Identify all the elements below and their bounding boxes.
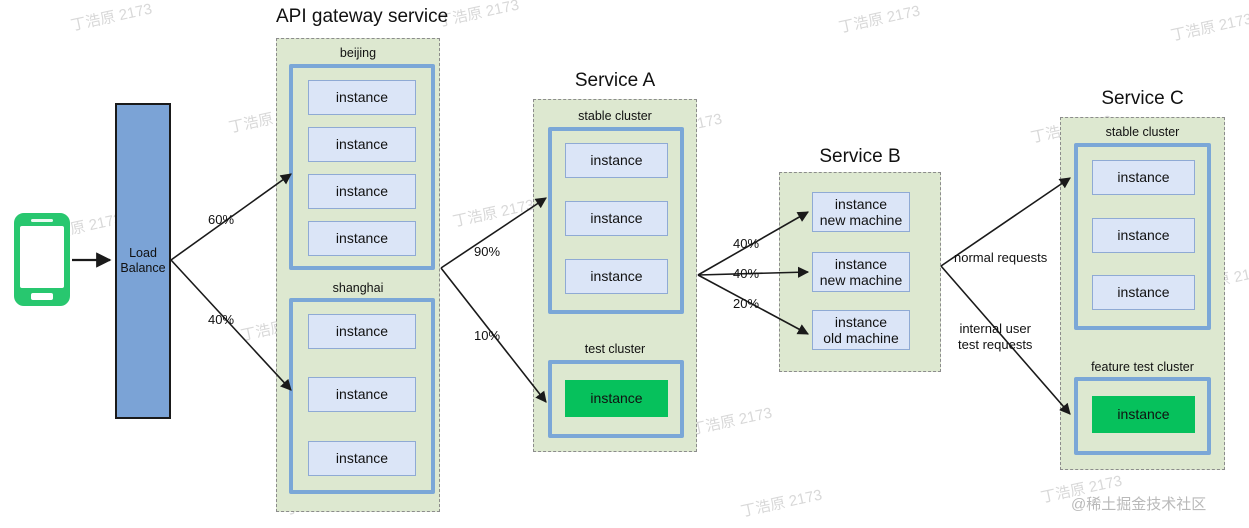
cluster-label-beijing: beijing bbox=[339, 46, 377, 60]
instance-service-a-test-1[interactable]: instance bbox=[565, 380, 668, 417]
edge-b-to-c-stable bbox=[940, 177, 1071, 267]
load-balance-node[interactable]: Load Balance bbox=[115, 103, 171, 419]
instance-label: instance bbox=[335, 323, 389, 340]
instance-service-b-3[interactable]: instance old machine bbox=[812, 310, 910, 350]
edge-gw-to-a-stable bbox=[440, 197, 547, 269]
group-title-service-b: Service B bbox=[819, 146, 901, 167]
instance-service-a-stable-1[interactable]: instance bbox=[565, 143, 668, 178]
edge-a-to-b-new2 bbox=[697, 266, 810, 278]
edge-lb-to-beijing bbox=[170, 173, 292, 261]
edge-label-b-to-c-feature: internal user test requests bbox=[958, 321, 1032, 352]
instance-service-b-2[interactable]: instance new machine bbox=[812, 252, 910, 292]
phone-speaker bbox=[31, 219, 53, 222]
instance-sublabel: old machine bbox=[823, 330, 899, 346]
load-balance-label-line2: Balance bbox=[120, 261, 166, 275]
instance-label: instance bbox=[834, 313, 888, 330]
instance-label: instance bbox=[834, 195, 888, 212]
instance-label: instance bbox=[590, 390, 643, 407]
edge-label-gw-to-a-test: 10% bbox=[474, 328, 501, 343]
instance-sublabel: new machine bbox=[819, 212, 903, 228]
mobile-phone-icon bbox=[14, 213, 70, 306]
edge-a-to-b-old bbox=[697, 274, 809, 335]
instance-service-a-stable-3[interactable]: instance bbox=[565, 259, 668, 294]
instance-label: instance bbox=[335, 89, 389, 106]
load-balance-label-line1: Load bbox=[129, 246, 157, 260]
instance-service-c-stable-1[interactable]: instance bbox=[1092, 160, 1195, 195]
edge-label-b-to-c-stable: normal requests bbox=[954, 250, 1048, 265]
instance-label: instance bbox=[335, 386, 389, 403]
edge-label-a-to-b-old: 20% bbox=[733, 296, 760, 311]
instance-label: instance bbox=[834, 255, 888, 272]
edge-label-a-to-b-new1: 40% bbox=[733, 236, 760, 251]
instance-label: instance bbox=[590, 210, 643, 227]
instance-label: instance bbox=[1117, 284, 1170, 301]
cluster-label-shanghai: shanghai bbox=[332, 281, 384, 295]
phone-screen bbox=[20, 226, 64, 288]
edge-label-lb-to-beijing: 60% bbox=[208, 212, 235, 227]
instance-label: instance bbox=[1117, 169, 1170, 186]
instance-service-b-1[interactable]: instance new machine bbox=[812, 192, 910, 232]
instance-sublabel: new machine bbox=[819, 272, 903, 288]
credit-watermark: @稀土掘金技术社区 bbox=[1071, 496, 1207, 513]
instance-label: instance bbox=[335, 183, 389, 200]
instance-shanghai-2[interactable]: instance bbox=[308, 377, 416, 412]
instance-label: instance bbox=[335, 136, 389, 153]
edge-label-line2: test requests bbox=[958, 336, 1033, 352]
edge-label-a-to-b-new2: 40% bbox=[733, 266, 760, 281]
instance-label: instance bbox=[590, 268, 643, 285]
watermark: 丁浩原 2173 bbox=[436, 0, 521, 31]
instance-label: instance bbox=[590, 152, 643, 169]
watermark: 丁浩原 2173 bbox=[837, 2, 922, 37]
watermark: 丁浩原 2173 bbox=[69, 0, 154, 35]
edge-lb-to-shanghai bbox=[170, 259, 292, 391]
cluster-label-service-c-stable: stable cluster bbox=[1105, 125, 1180, 139]
edge-b-to-c-feature bbox=[940, 265, 1071, 415]
instance-shanghai-1[interactable]: instance bbox=[308, 314, 416, 349]
watermark: 丁浩原 2173 bbox=[739, 486, 824, 521]
instance-label: instance bbox=[1117, 406, 1170, 423]
group-title-service-a: Service A bbox=[574, 70, 656, 91]
cluster-label-service-c-feature: feature test cluster bbox=[1091, 360, 1194, 374]
cluster-label-service-a-stable: stable cluster bbox=[578, 109, 652, 123]
instance-beijing-3[interactable]: instance bbox=[308, 174, 416, 209]
instance-label: instance bbox=[335, 230, 389, 247]
watermark: 丁浩原 2173 bbox=[689, 404, 774, 439]
edge-label-lb-to-shanghai: 40% bbox=[208, 312, 235, 327]
instance-service-c-stable-2[interactable]: instance bbox=[1092, 218, 1195, 253]
instance-label: instance bbox=[1117, 227, 1170, 244]
instance-shanghai-3[interactable]: instance bbox=[308, 441, 416, 476]
instance-service-c-feature-1[interactable]: instance bbox=[1092, 396, 1195, 433]
instance-beijing-1[interactable]: instance bbox=[308, 80, 416, 115]
edge-label-line1: internal user bbox=[959, 321, 1031, 336]
edge-a-to-b-new1 bbox=[697, 211, 809, 276]
instance-service-c-stable-3[interactable]: instance bbox=[1092, 275, 1195, 310]
watermark: 丁浩原 2173 bbox=[1169, 10, 1249, 45]
instance-label: instance bbox=[335, 450, 389, 467]
instance-beijing-4[interactable]: instance bbox=[308, 221, 416, 256]
group-title-api-gateway: API gateway service bbox=[276, 6, 449, 27]
edge-label-gw-to-a-stable: 90% bbox=[474, 244, 501, 259]
group-title-service-c: Service C bbox=[1101, 88, 1184, 109]
phone-home-button bbox=[31, 293, 53, 300]
instance-beijing-2[interactable]: instance bbox=[308, 127, 416, 162]
instance-service-a-stable-2[interactable]: instance bbox=[565, 201, 668, 236]
edge-gw-to-a-test bbox=[440, 267, 547, 403]
cluster-label-service-a-test: test cluster bbox=[584, 342, 646, 356]
